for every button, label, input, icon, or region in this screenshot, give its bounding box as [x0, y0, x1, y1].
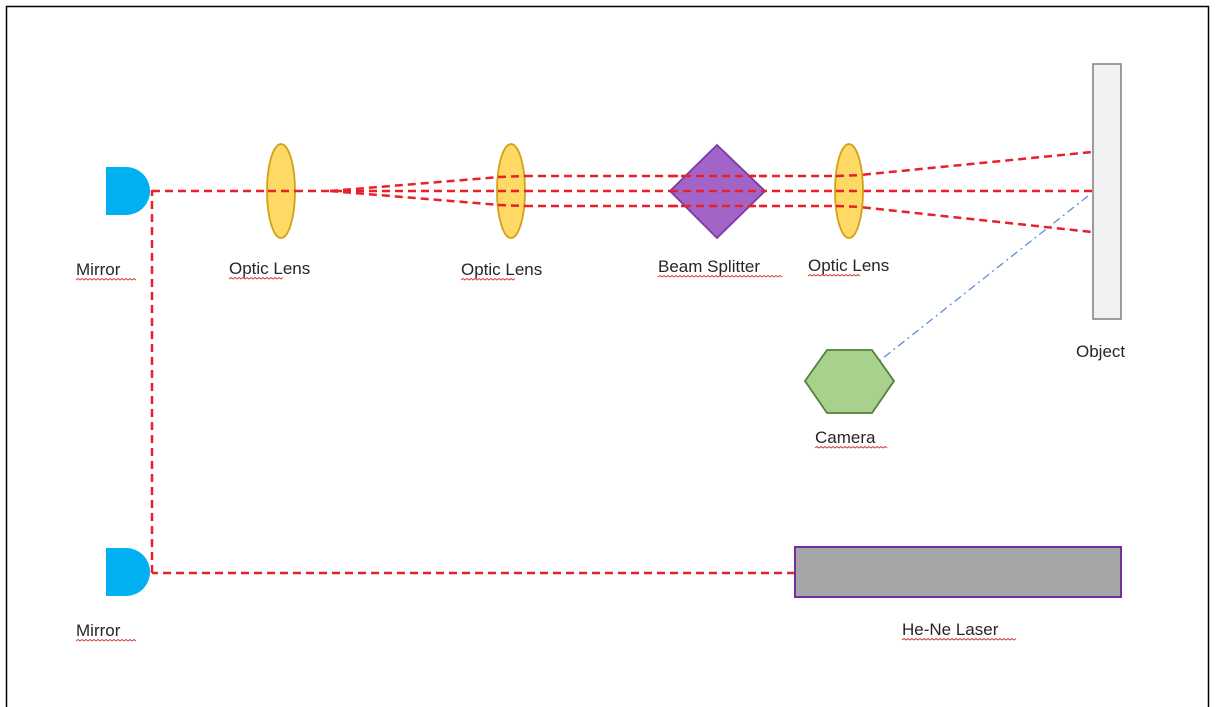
label-mirror-top: Mirror: [76, 260, 121, 279]
label-beam-splitter: Beam Splitter: [658, 257, 760, 276]
squiggle-optic-lens-3: [807, 273, 861, 277]
squiggle-optic-lens-2: [460, 277, 516, 281]
camera-ray: [877, 195, 1089, 363]
squiggle-mirror-top: [75, 277, 137, 281]
label-object: Object: [1076, 342, 1125, 361]
squiggle-camera: [814, 445, 888, 449]
squiggle-beam-splitter: [657, 274, 783, 278]
beam-expand-lower: [849, 204, 1093, 234]
he-ne-laser-icon: [794, 546, 1122, 598]
frame-border: [5, 5, 1210, 707]
beam-diverge-lower: [329, 189, 513, 208]
spellcheck-underlines: [75, 273, 1017, 642]
label-he-ne-laser: He-Ne Laser: [902, 620, 999, 639]
squiggle-mirror-bottom: [75, 638, 137, 642]
beam-expand-upper: [849, 150, 1093, 178]
mirror-bottom-icon: [106, 548, 150, 596]
label-camera: Camera: [815, 428, 876, 447]
beam-diverge-upper: [329, 174, 513, 193]
mirror-top-icon: [106, 167, 150, 215]
squiggle-optic-lens-1: [228, 276, 284, 280]
beam-through-lens3-upper: [835, 173, 863, 178]
squiggle-he-ne-laser: [901, 637, 1017, 641]
beam-through-lens2-lower: [497, 203, 527, 208]
beam-through-lens2-upper: [497, 174, 527, 179]
beam-through-lens3-lower: [835, 204, 863, 209]
camera-icon: [803, 349, 896, 414]
label-mirror-bottom: Mirror: [76, 621, 121, 640]
label-optic-lens-2: Optic Lens: [461, 260, 542, 279]
laser-beam-overlay: [268, 173, 863, 209]
laser-beam-paths: [150, 150, 1093, 575]
label-optic-lens-1: Optic Lens: [229, 259, 310, 278]
object-plate-icon: [1092, 63, 1122, 320]
label-optic-lens-3: Optic Lens: [808, 256, 889, 275]
